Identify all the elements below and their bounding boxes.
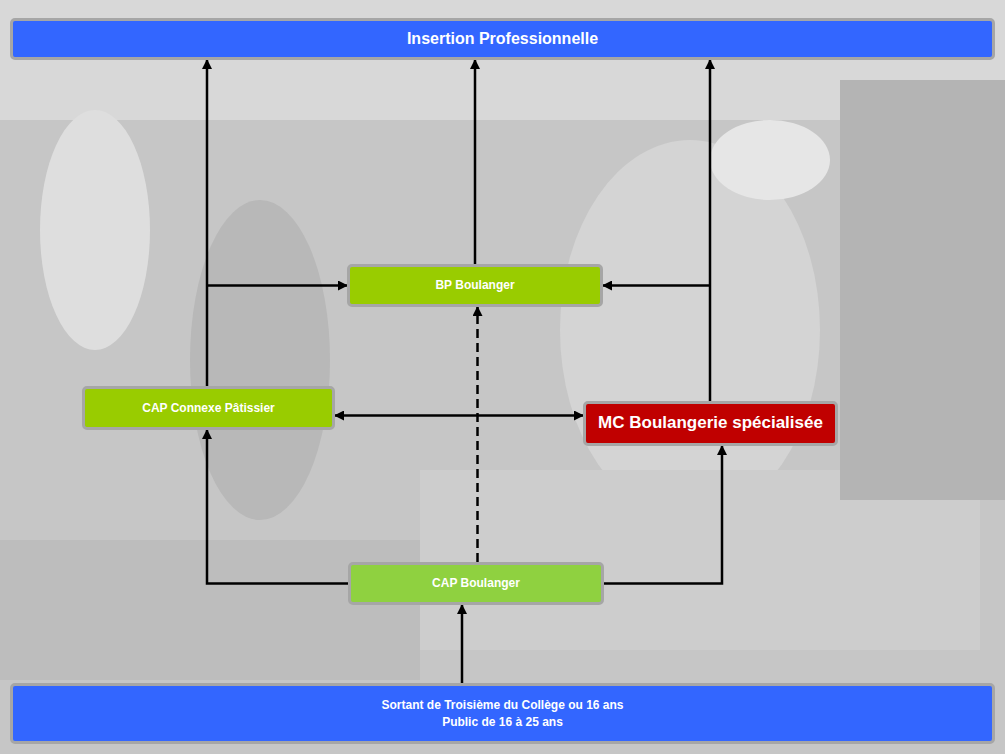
connector-arrow bbox=[461, 605, 464, 683]
node-text: MC Boulangerie spécialisée bbox=[598, 412, 823, 435]
process-box: CAP Connexe Pâtissier bbox=[82, 386, 335, 430]
connector-arrow bbox=[206, 60, 209, 386]
connector-arrow bbox=[604, 446, 722, 584]
process-box: CAP Boulanger bbox=[348, 562, 604, 605]
node-text: Sortant de Troisième du Collège ou 16 an… bbox=[381, 697, 623, 713]
entry-band: Sortant de Troisième du Collège ou 16 an… bbox=[10, 683, 995, 744]
connector-arrow bbox=[207, 430, 348, 584]
node-text: Insertion Professionnelle bbox=[407, 28, 598, 50]
connector-arrow bbox=[476, 307, 479, 562]
node-text: CAP Connexe Pâtissier bbox=[142, 400, 275, 416]
connector-arrow bbox=[709, 60, 712, 401]
connector-arrow bbox=[207, 284, 347, 287]
connector-arrow bbox=[603, 284, 710, 287]
node-text: Public de 16 à 25 ans bbox=[442, 714, 563, 730]
node-text: CAP Boulanger bbox=[432, 575, 520, 591]
outcome-band: Insertion Professionnelle bbox=[10, 18, 995, 60]
process-box: BP Boulanger bbox=[347, 264, 603, 307]
connector-arrow bbox=[474, 60, 477, 264]
highlight-box: MC Boulangerie spécialisée bbox=[583, 401, 838, 446]
node-text: BP Boulanger bbox=[435, 277, 514, 293]
connector-arrow bbox=[335, 414, 583, 417]
